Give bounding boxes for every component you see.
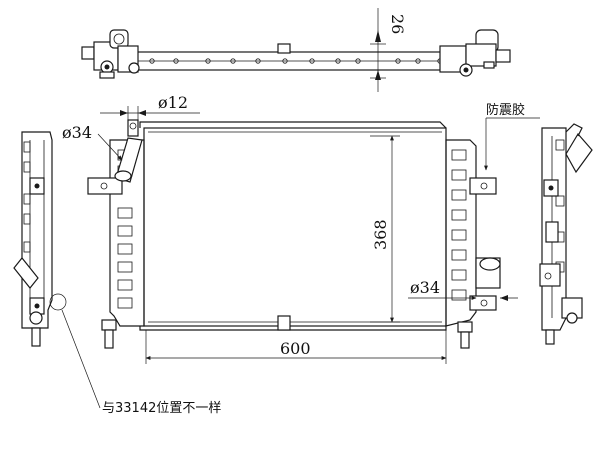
front-view: ø12 ø34 368 ø34 600	[62, 93, 540, 364]
bottom-rail	[139, 326, 447, 331]
top-left-fitting	[81, 29, 140, 79]
bottom-center-tab	[277, 315, 291, 331]
dim-outlet	[408, 295, 518, 301]
top-right-fitting	[439, 29, 511, 77]
right-side-view	[539, 123, 593, 345]
radiator-core	[143, 127, 447, 327]
dim-core-height	[370, 135, 400, 323]
dim-outlet-label: ø34	[410, 278, 440, 297]
dim-core-width	[145, 330, 447, 364]
left-side-view	[13, 131, 101, 409]
dim-inlet-small	[100, 106, 200, 122]
right-side-pipe	[565, 132, 593, 174]
left-tank	[87, 139, 145, 349]
dim-inlet-small-label: ø12	[158, 93, 188, 112]
top-bar-holes	[149, 58, 443, 64]
difference-marker	[49, 293, 67, 311]
dim-core-height-label: 368	[371, 219, 390, 250]
anti-vibration-label: 防震胶	[486, 102, 525, 118]
top-center-tab	[277, 43, 291, 54]
right-tank	[445, 139, 501, 349]
difference-note-label: 与33142位置不一样	[102, 401, 221, 416]
dim-top-height	[370, 8, 386, 92]
dim-core-width-label: 600	[280, 339, 311, 358]
dim-top-height-label: 26	[388, 14, 407, 34]
anti-vibration-leader	[484, 117, 540, 171]
left-inlet-pipe	[114, 119, 143, 183]
top-view: 26	[81, 8, 511, 92]
left-side-pipe	[13, 257, 39, 289]
dim-inlet-large-label: ø34	[62, 123, 92, 142]
top-rail	[139, 121, 447, 129]
dim-inlet-large	[97, 133, 123, 161]
